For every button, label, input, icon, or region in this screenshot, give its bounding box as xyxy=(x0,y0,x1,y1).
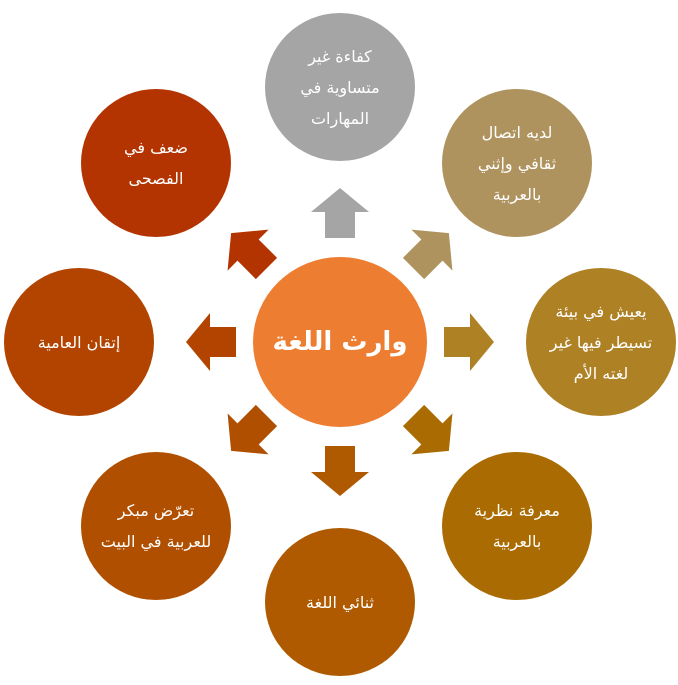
node-label: كفاءة غير متساوية في المهارات xyxy=(300,46,380,128)
arrow-bottom-left xyxy=(227,404,278,455)
arrow-left xyxy=(186,313,236,371)
node-cultural-connection: لديه اتصال ثقافي وإثني بالعربية xyxy=(442,89,592,237)
node-label: معرفة نظرية بالعربية xyxy=(474,501,560,551)
arrow-bottom-right xyxy=(402,404,453,455)
node-label: ضعف في الفصحى xyxy=(124,138,188,188)
node-label: إتقان العامية xyxy=(37,332,121,352)
node-early-exposure: تعرّض مبكر للعربية في البيت xyxy=(81,452,231,600)
arrow-top-left xyxy=(227,229,278,280)
center-label: وارث اللغة xyxy=(272,327,408,357)
arrow-top xyxy=(311,188,369,238)
node-bilingual: ثنائي اللغة xyxy=(265,528,415,676)
node-label: لديه اتصال ثقافي وإثني بالعربية xyxy=(477,122,557,204)
node-weak-fusha: ضعف في الفصحى xyxy=(81,89,231,237)
node-label: تعرّض مبكر للعربية في البيت xyxy=(100,501,212,551)
arrow-right xyxy=(444,313,494,371)
center-node-language-heir: وارث اللغة xyxy=(253,257,427,427)
node-colloquial-mastery: إتقان العامية xyxy=(4,268,154,416)
node-label: يعيش في بيئة تسيطر فيها غير لغته الأم xyxy=(549,301,653,383)
arrow-top-right xyxy=(402,229,453,280)
node-non-native-environment: يعيش في بيئة تسيطر فيها غير لغته الأم xyxy=(526,268,676,416)
node-theoretical-knowledge: معرفة نظرية بالعربية xyxy=(442,452,592,600)
node-label: ثنائي اللغة xyxy=(306,592,374,612)
arrow-bottom xyxy=(311,446,369,496)
node-unequal-skills: كفاءة غير متساوية في المهارات xyxy=(265,13,415,161)
